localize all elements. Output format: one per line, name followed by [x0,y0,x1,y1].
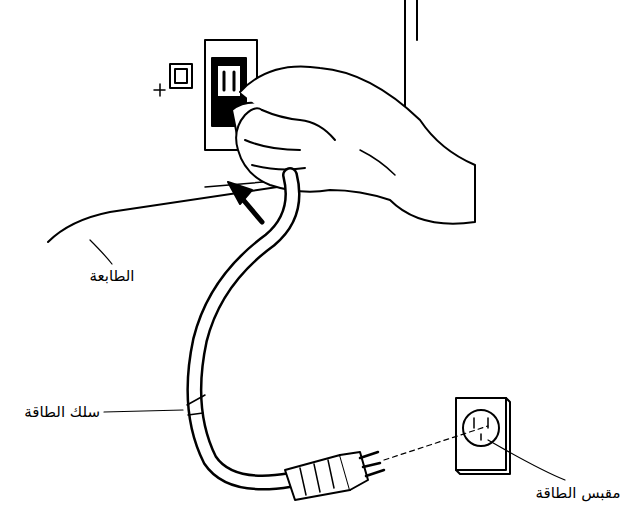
insert-arrow [228,182,252,204]
hand-finger [245,140,300,150]
part-label: الطابعة [87,267,136,285]
cord-tie [187,395,205,415]
leader-line [90,240,112,264]
outlet-face [463,410,499,446]
plug-prongs [360,452,384,476]
plug-grip [300,460,334,495]
power-inlet [218,66,240,96]
outlet-holes [474,418,488,440]
wall-outlet [456,398,506,470]
power-switch [170,64,192,88]
switch-mark [154,84,165,96]
hand-finger [262,110,335,140]
power-plug [285,455,350,500]
printer-edge [416,0,418,40]
inlet-pins [224,72,234,90]
power-cord [194,175,292,483]
power-cord [194,175,292,483]
hand-finger [252,165,305,169]
leader-line [104,410,183,412]
part-label: مقبس الطاقة [534,484,623,502]
part-label: سلك الطاقة [22,403,102,421]
wall-outlet [456,398,510,474]
hand-line [360,150,395,175]
power-switch [175,69,187,83]
hand [236,66,475,223]
leader-line [488,440,565,480]
